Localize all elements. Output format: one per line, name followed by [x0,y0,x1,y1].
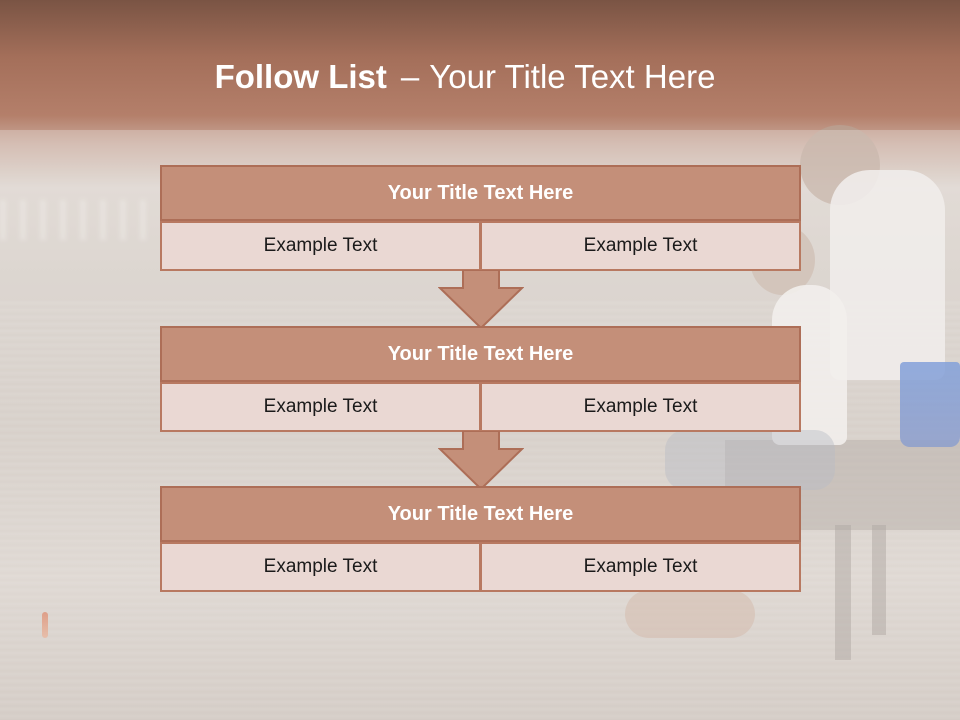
step-title: Your Title Text Here [160,486,801,542]
legs [665,430,835,490]
title-rest: Your Title Text Here [429,58,716,95]
slide-title: Follow List–Your Title Text Here [0,52,960,102]
step-cell-right: Example Text [481,382,801,432]
step-block: Your Title Text Here Example Text Exampl… [160,326,801,432]
step-row: Example Text Example Text [160,221,801,271]
step-title: Your Title Text Here [160,165,801,221]
step-cell-left: Example Text [160,382,481,432]
step-cell-right: Example Text [481,221,801,271]
step-cell-right: Example Text [481,542,801,592]
step-row: Example Text Example Text [160,382,801,432]
down-arrow-icon [438,270,524,330]
step-cell-left: Example Text [160,542,481,592]
feet [625,590,755,638]
step-block: Your Title Text Here Example Text Exampl… [160,486,801,592]
man-figure [830,170,945,380]
step-cell-left: Example Text [160,221,481,271]
step-row: Example Text Example Text [160,542,801,592]
bucket [900,362,960,447]
down-arrow-icon [438,431,524,491]
bokeh-lights [0,200,160,240]
step-title: Your Title Text Here [160,326,801,382]
pier-post [872,525,886,635]
title-separator: – [400,58,420,95]
title-bold: Follow List [214,58,387,95]
step-block: Your Title Text Here Example Text Exampl… [160,165,801,271]
pier-post [835,525,851,660]
fishing-bobber [42,612,48,638]
